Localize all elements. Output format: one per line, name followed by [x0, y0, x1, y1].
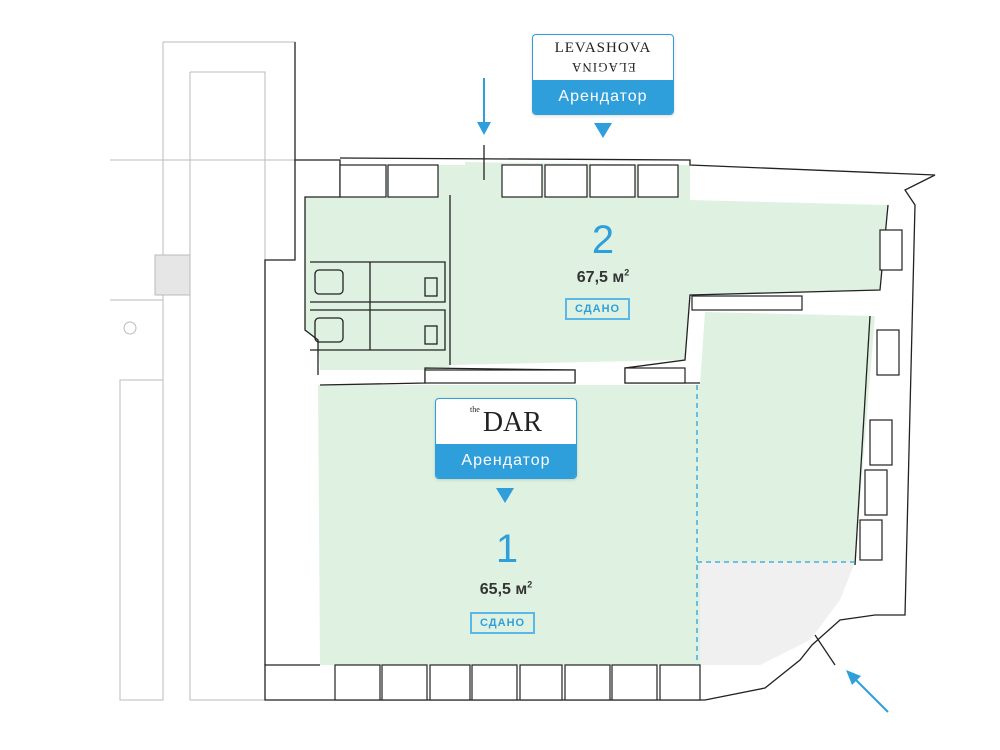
tenant-logo: LEVASHOVA ELAGINA	[533, 35, 673, 80]
tenant-card-levashova[interactable]: LEVASHOVA ELAGINA Арендатор	[532, 34, 674, 115]
room-1-status-badge: СДАНО	[470, 612, 536, 634]
entrance-arrow-bottom	[846, 670, 889, 713]
logo-bottom-text: ELAGINA	[570, 60, 636, 75]
tenant-role-label: Арендатор	[533, 80, 673, 114]
common-area	[700, 562, 855, 665]
dashed-partitions	[696, 385, 855, 665]
room-2-number: 2	[591, 218, 615, 262]
logo-top-text: LEVASHOVA	[554, 40, 652, 56]
entrance-arrow-top	[477, 78, 491, 135]
logo-main-text: DAR	[482, 407, 542, 438]
pin-marker-icon	[594, 123, 612, 138]
windows	[334, 164, 903, 701]
tenant-role-label: Арендатор	[436, 444, 576, 478]
room-1-area-label: 65,5 м2	[479, 579, 533, 598]
walls	[264, 42, 936, 701]
room-2-area	[305, 162, 888, 370]
room-1-number: 1	[495, 527, 519, 571]
logo-small-text: the	[470, 405, 480, 414]
tenant-logo: the DAR	[436, 399, 576, 444]
room-2-status-badge: СДАНО	[565, 298, 631, 320]
room-2-area-label: 67,5 м2	[576, 267, 630, 286]
tenant-card-dar[interactable]: the DAR Арендатор	[435, 398, 577, 479]
adjacent-building	[110, 41, 296, 701]
pin-marker-icon	[496, 488, 514, 503]
